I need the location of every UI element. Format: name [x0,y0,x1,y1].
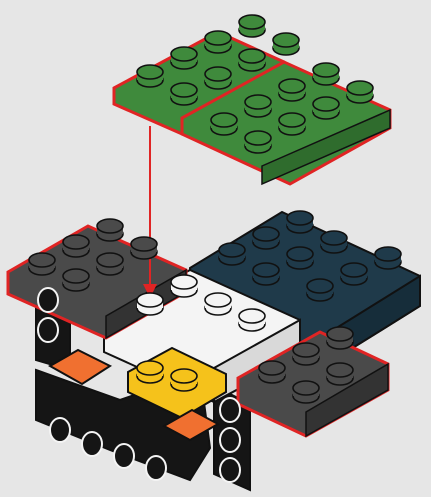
stud [219,243,245,265]
stud [287,211,313,233]
stud [171,83,197,105]
stud [97,253,123,275]
pin-hole [38,318,58,342]
stud [137,361,163,383]
stud [347,81,373,103]
stud [307,279,333,301]
stud [245,95,271,117]
stud [313,97,339,119]
pin-hole [220,398,240,422]
stud [287,247,313,269]
stud [293,381,319,403]
stud [97,219,123,241]
stud [327,327,353,349]
stud [211,113,237,135]
stud [321,231,347,253]
pin-hole [114,444,134,468]
stud [239,309,265,331]
stud [29,253,55,275]
pin-hole [146,456,166,480]
stud [253,263,279,285]
stud [137,65,163,87]
stud [205,67,231,89]
stud [171,369,197,391]
stud [131,237,157,259]
stud [137,293,163,315]
stud [63,269,89,291]
pin-hole [220,458,240,482]
stud [205,31,231,53]
stud [341,263,367,285]
stud [327,363,353,385]
stud [273,33,299,55]
stud [313,63,339,85]
stud [279,79,305,101]
pin-hole [50,418,70,442]
stud [245,131,271,153]
stud [375,247,401,269]
stud [239,15,265,37]
stud [239,49,265,71]
stud [171,275,197,297]
stud [293,343,319,365]
stud [279,113,305,135]
pin-hole [220,428,240,452]
pin-hole [38,288,58,312]
stud [259,361,285,383]
stud [63,235,89,257]
stud [205,293,231,315]
pin-hole [82,432,102,456]
stud [253,227,279,249]
stud [171,47,197,69]
